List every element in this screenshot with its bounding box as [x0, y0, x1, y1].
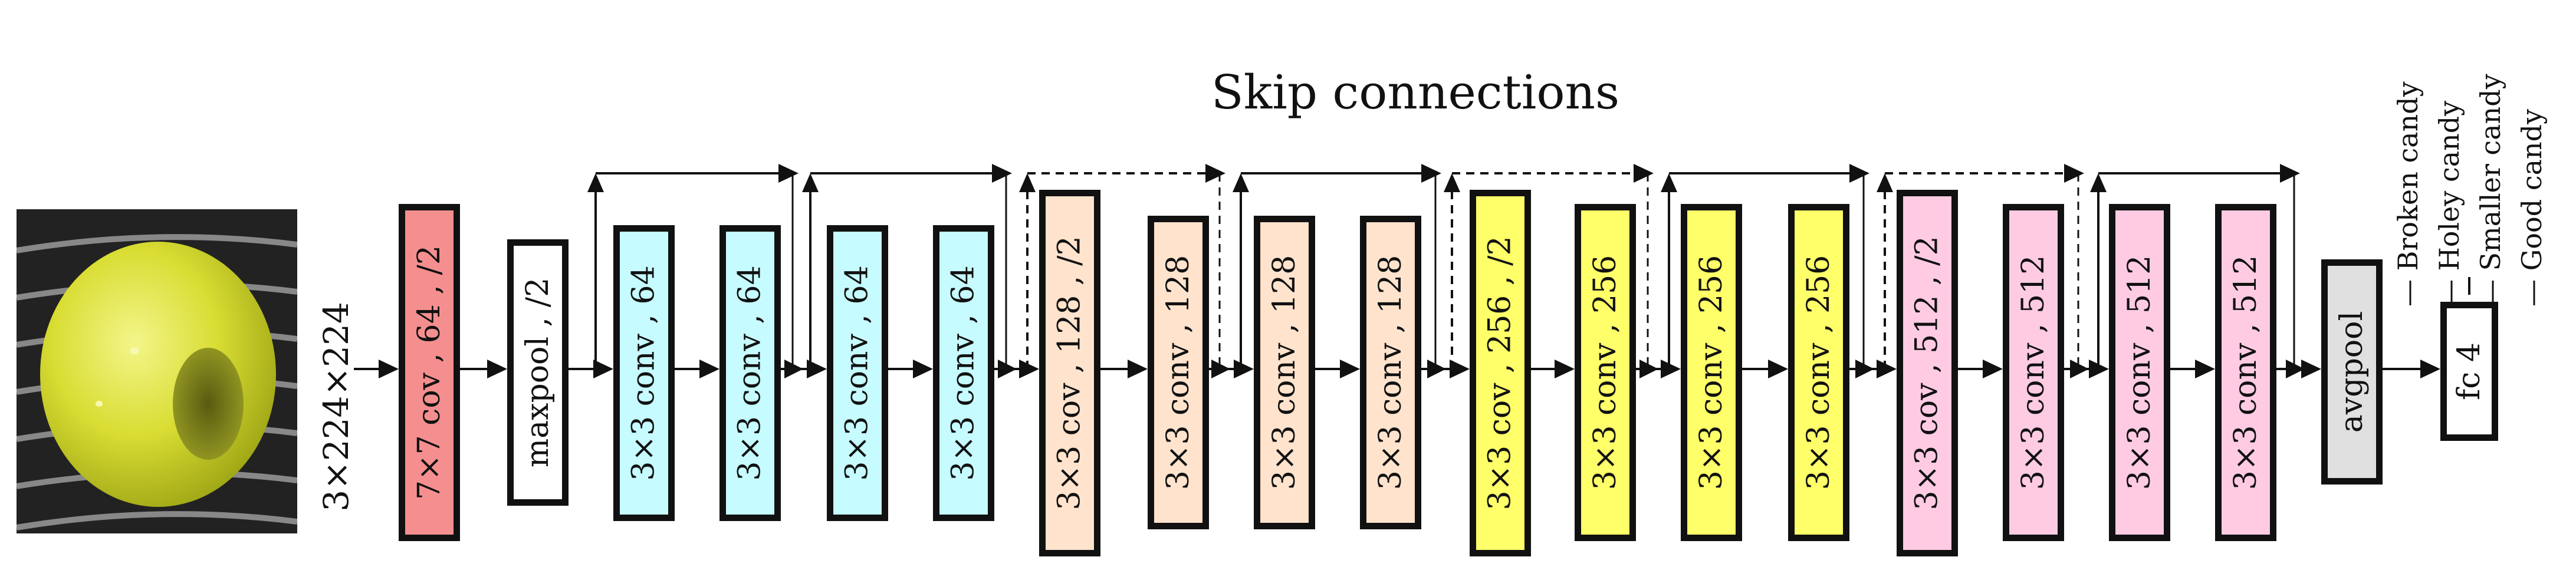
- layer-box: 3×3 conv , 128: [1254, 216, 1315, 529]
- skip-merge-head: [2070, 360, 2089, 378]
- skip-merge-head: [2286, 360, 2305, 378]
- output-class: — Broken candy: [2383, 24, 2430, 307]
- main-arrow-head: [913, 360, 933, 378]
- layer-label: 3×3 conv , 64: [732, 265, 768, 481]
- layer-label: 3×3 conv , 512: [2228, 255, 2263, 490]
- layer-box: 3×3 conv , 64: [827, 225, 888, 521]
- main-arrow-head: [379, 360, 399, 378]
- layer-label: 3×3 conv , 128: [1267, 255, 1302, 490]
- layer-box: 3×3 conv , 64: [719, 225, 781, 521]
- output-class: — Good candy: [2506, 24, 2554, 307]
- main-arrow-head: [2301, 360, 2321, 378]
- skip-arrow-head: [778, 164, 799, 183]
- skip-riser-head: [1444, 173, 1460, 192]
- main-arrow-head: [1877, 360, 1897, 378]
- layer-label: fc 4: [2452, 342, 2488, 400]
- output-class-label: — Broken candy: [2392, 81, 2424, 307]
- layer-label: 3×3 conv , 512: [2016, 255, 2051, 490]
- layer-box: avgpool: [2321, 259, 2383, 485]
- layer-label: 3×3 conv , 128: [1161, 255, 1196, 490]
- skip-arrow-head: [1849, 164, 1869, 183]
- skip-riser-head: [1661, 173, 1677, 192]
- output-class-label: — Smaller candy: [2475, 74, 2506, 307]
- skip-riser-head: [1877, 173, 1893, 192]
- main-arrow-head: [593, 360, 613, 378]
- layer-label: 7×7 cov , 64 , /2: [412, 245, 447, 500]
- skip-merge-head: [1211, 360, 1230, 378]
- main-arrow-head: [1450, 360, 1470, 378]
- layer-label: avgpool: [2334, 311, 2370, 433]
- layer-box: 3×3 conv , 256: [1681, 204, 1742, 541]
- layer-label: 3×3 cov , 128 , /2: [1052, 236, 1088, 510]
- layer-box: maxpool , /2: [507, 239, 569, 506]
- skip-merge-head: [1639, 360, 1658, 378]
- skip-merge-head: [998, 360, 1017, 378]
- skip-merge-head: [1855, 360, 1874, 378]
- layer-label: 3×3 conv , 64: [840, 265, 876, 481]
- skip-arrow-head: [1421, 164, 1441, 183]
- main-arrow-head: [1128, 360, 1148, 378]
- layer-box: 3×3 cov , 256 , /2: [1470, 190, 1531, 556]
- layer-label: 3×3 conv , 256: [1588, 255, 1623, 490]
- main-arrow-head: [1661, 360, 1681, 378]
- main-arrow-head: [1983, 360, 2003, 378]
- layer-label: 3×3 conv , 256: [1694, 255, 1729, 490]
- layer-box: 7×7 cov , 64 , /2: [399, 204, 460, 541]
- layer-box: 3×3 conv , 512: [2109, 204, 2170, 541]
- skip-riser-head: [587, 173, 604, 192]
- main-arrow-head: [699, 360, 719, 378]
- layer-label: maxpool , /2: [520, 277, 556, 468]
- output-class-label: — Good candy: [2516, 108, 2548, 307]
- main-arrow-head: [1340, 360, 1360, 378]
- output-class: — Smaller candy: [2465, 24, 2512, 307]
- layer-box: 3×3 conv , 128: [1360, 216, 1421, 529]
- skip-riser-head: [1019, 173, 1036, 192]
- skip-arrow-head: [2280, 164, 2300, 183]
- layer-box: 3×3 conv , 512: [2003, 204, 2064, 541]
- layer-box: 3×3 conv , 512: [2215, 204, 2276, 541]
- skip-riser-head: [1233, 173, 1249, 192]
- layer-box: 3×3 cov , 128 , /2: [1039, 190, 1100, 556]
- skip-merge-head: [784, 360, 803, 378]
- main-arrow-head: [1555, 360, 1575, 378]
- main-arrow-head: [2195, 360, 2215, 378]
- skip-arrow-head: [992, 164, 1012, 183]
- layer-box: 3×3 conv , 256: [1575, 204, 1636, 541]
- layer-label: 3×3 conv , 512: [2122, 255, 2157, 490]
- layer-label: 3×3 conv , 256: [1801, 255, 1836, 490]
- skip-arrow-head: [1205, 164, 1225, 183]
- layer-label: 3×3 conv , 64: [946, 265, 982, 481]
- main-arrow-head: [807, 360, 827, 378]
- main-arrow-head: [487, 360, 507, 378]
- skip-riser-head: [802, 173, 819, 192]
- layer-box: 3×3 conv , 128: [1148, 216, 1209, 529]
- skip-riser-head: [2090, 173, 2107, 192]
- skip-arrow-head: [1634, 164, 1654, 183]
- main-arrow-head: [1019, 360, 1039, 378]
- layer-box: 3×3 conv , 64: [933, 225, 994, 521]
- main-arrow-head: [1768, 360, 1788, 378]
- layer-label: 3×3 conv , 128: [1373, 255, 1408, 490]
- layer-label: 3×3 cov , 256 , /2: [1483, 236, 1519, 510]
- layer-label: 3×3 cov , 512 , /2: [1910, 236, 1946, 510]
- candy-photo: [17, 209, 297, 533]
- layer-label: 3×3 conv , 64: [626, 265, 662, 481]
- layer-box: 3×3 cov , 512 , /2: [1897, 190, 1958, 556]
- output-class: — Holey candy: [2424, 24, 2471, 307]
- skip-merge-head: [1427, 360, 1446, 378]
- output-class-label: — Holey candy: [2433, 100, 2465, 307]
- main-arrow-head: [2420, 360, 2440, 378]
- layer-box: 3×3 conv , 64: [613, 225, 675, 521]
- layer-box: 3×3 conv , 256: [1788, 204, 1849, 541]
- layer-box: fc 4: [2440, 302, 2498, 441]
- skip-arrow-head: [2064, 164, 2084, 183]
- main-arrow-head: [1234, 360, 1254, 378]
- diagram-title: Skip connections: [1211, 65, 1620, 120]
